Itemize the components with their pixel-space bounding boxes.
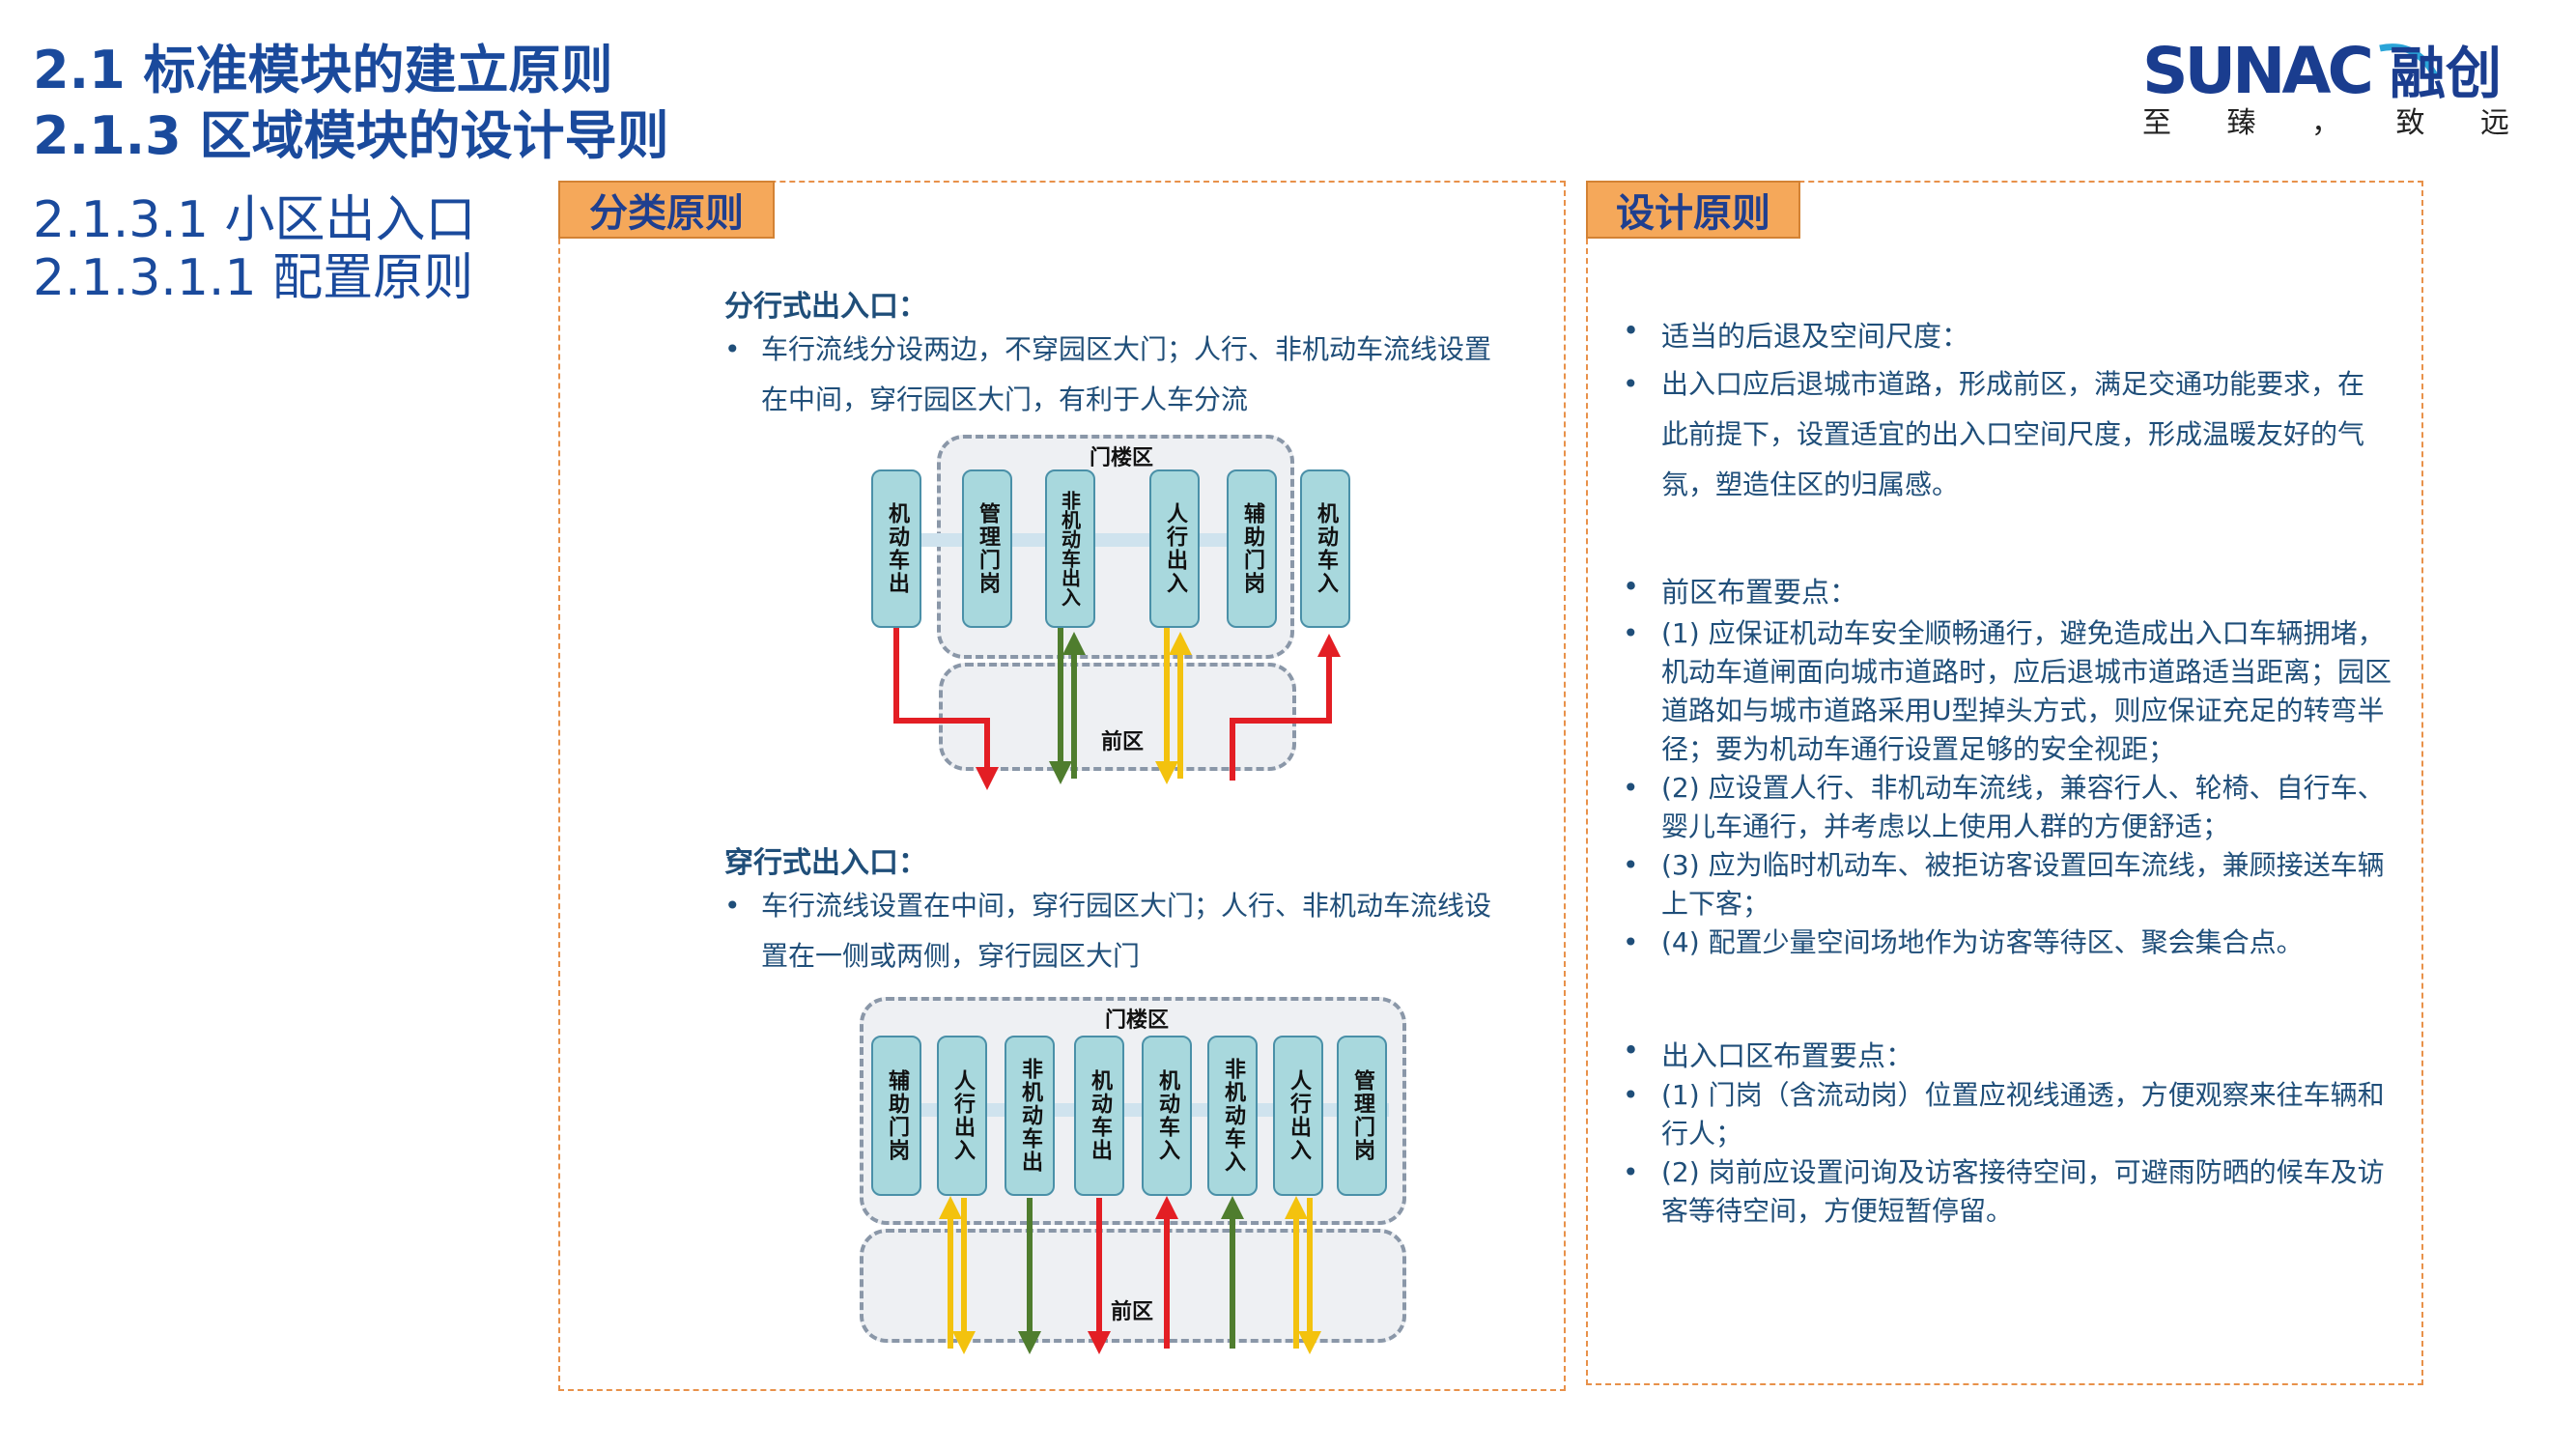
pill-non-motor-entry-2: 非机动车入 [1207,1036,1258,1196]
title-line-1: 2.1 标准模块的建立原则 [33,40,613,100]
gate-zone-label: 门楼区 [1090,446,1154,470]
pill-vehicle-exit-2: 机动车出 [1074,1036,1124,1196]
pill-pedestrian-2b: 人行出入 [1273,1036,1323,1196]
entrance-area-heading: •出入口区布置要点： [1623,1034,1914,1072]
entrance-area-list: •(1) 门岗（含流动岗）位置应视线通透，方便观察来往车辆和行人； •(2) 岗… [1623,1076,2395,1231]
arrow-vehicle-exit [893,628,999,790]
pill-management-booth: 管理门岗 [962,469,1012,628]
pill-pedestrian-in-out: 人行出入 [1149,469,1200,628]
sunac-logo: SUNAC 融创 至 臻 ， 致 远 [2142,33,2509,140]
pill-vehicle-entry-2: 机动车入 [1142,1036,1192,1196]
retreat-item-1: •出入口应后退城市道路，形成前区，满足交通功能要求，在此前提下，设置适宜的出入口… [1623,368,2365,500]
split-entrance-heading: 分行式出入口： [724,290,927,324]
split-entrance-bullet: •车行流线分设两边，不穿园区大门；人行、非机动车流线设置在中间，穿行园区大门，有… [724,333,1492,415]
front-area-item-3: •(3) 应为临时机动车、被拒访客设置回车流线，兼顾接送车辆上下客； [1623,849,2385,920]
logo-brand: SUNAC [2142,34,2370,108]
logo-cn: 融创 [2390,41,2502,106]
pill-vehicle-entry: 机动车入 [1300,469,1350,628]
title-line-2: 2.1.3 区域模块的设计导则 [33,105,669,166]
arrow-vehicle-entry [1230,634,1341,781]
through-entrance-bullet: •车行流线设置在中间，穿行园区大门；人行、非机动车流线设置在一侧或两侧，穿行园区… [724,890,1492,972]
entrance-area-item-1: •(1) 门岗（含流动岗）位置应视线通透，方便观察来往车辆和行人； [1623,1079,2385,1150]
pill-vehicle-exit: 机动车出 [871,469,921,628]
front-zone-label: 前区 [1101,730,1145,754]
entrance-area-item-2: •(2) 岗前应设置问询及访客接待空间，可避雨防晒的候车及访客等待空间，方便短暂… [1623,1156,2385,1227]
pill-management-booth-2: 管理门岗 [1337,1036,1387,1196]
front-zone-2-label: 前区 [1111,1300,1154,1324]
front-area-heading: •前区布置要点： [1623,570,1858,609]
pill-auxiliary-booth: 辅助门岗 [1227,469,1277,628]
front-area-item-2: •(2) 应设置人行、非机动车流线，兼容行人、轮椅、自行车、婴儿车通行，并考虑以… [1623,772,2385,842]
front-area-list: •(1) 应保证机动车安全顺畅通行，避免造成出入口车辆拥堵，机动车道闸面向城市道… [1623,614,2395,962]
classification-tag: 分类原则 [558,181,775,239]
split-entrance-diagram: 门楼区 前区 机动车出 管理门岗 非机动车出入 人行出入 辅助门岗 机动车入 [860,433,1350,771]
subtitle-line-1: 2.1.3.1 小区出入口 [33,191,476,249]
front-zone [939,663,1296,771]
through-entrance-heading: 穿行式出入口： [724,846,927,880]
pill-pedestrian-2a: 人行出入 [937,1036,987,1196]
pill-aux-booth-2: 辅助门岗 [871,1036,921,1196]
logo-slogan: 至 臻 ， 致 远 [2142,106,2509,140]
classification-panel [558,181,1566,1391]
pill-non-motor-exit-2: 非机动车出 [1005,1036,1055,1196]
pill-non-motor-in-out: 非机动车出入 [1045,469,1095,628]
design-principles-panel [1586,181,2423,1385]
subtitle-line-2: 2.1.3.1.1 配置原则 [33,249,474,307]
gate-zone-2-label: 门楼区 [1105,1009,1170,1033]
front-area-item-1: •(1) 应保证机动车安全顺畅通行，避免造成出入口车辆拥堵，机动车道闸面向城市道… [1623,617,2392,765]
front-area-item-4: •(4) 配置少量空间场地作为访客等待区、聚会集合点。 [1623,926,2304,958]
retreat-heading: •适当的后退及空间尺度： [1623,314,1970,353]
logo-mark-icon: SUNAC 融创 [2142,34,2502,108]
design-principles-tag: 设计原则 [1586,181,1800,239]
